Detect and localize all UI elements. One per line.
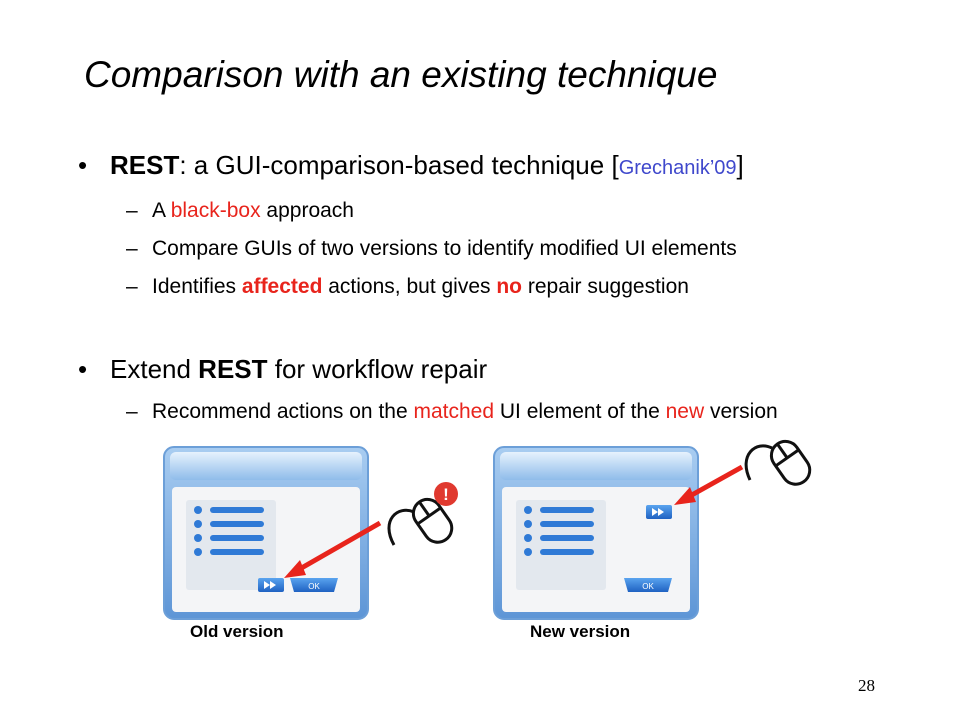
sub-marker: –	[126, 400, 138, 423]
sub-text: approach	[260, 199, 354, 222]
alert-icon: !	[434, 482, 458, 506]
highlight-new: new	[665, 400, 705, 423]
rest-term: REST	[110, 150, 180, 180]
citation-close: ]	[736, 150, 744, 180]
sub-text: UI element of the	[494, 400, 666, 423]
rest-term: REST	[198, 354, 268, 384]
highlight-no: no	[496, 275, 523, 298]
bullet-marker: •	[78, 354, 88, 384]
ok-button-old	[290, 578, 338, 592]
old-arrow	[284, 520, 382, 578]
highlight-affected: affected	[241, 275, 323, 298]
slide-title: Comparison with an existing technique	[84, 54, 718, 95]
sub-marker: –	[126, 237, 138, 260]
page-number: 28	[858, 676, 875, 695]
sub-compare-guis: –Compare GUIs of two versions to identif…	[126, 237, 737, 261]
old-version-caption: Old version	[190, 622, 284, 641]
sub-text: actions, but gives	[322, 275, 497, 298]
sub-black-box: –A black-box approach	[126, 199, 354, 223]
sub-text: Identifies	[152, 275, 242, 298]
highlight-matched: matched	[413, 400, 495, 423]
list-items	[194, 506, 264, 556]
list-items	[524, 506, 594, 556]
bullet-text: Extend	[110, 354, 199, 384]
alert-mark: !	[443, 485, 449, 504]
old-version-window: OK	[163, 446, 369, 620]
sub-text: A	[152, 199, 171, 222]
citation: Grechanik’09	[618, 157, 737, 179]
highlight-black-box: black-box	[170, 199, 261, 222]
new-version-window: OK	[493, 446, 699, 620]
sub-text: version	[704, 400, 778, 423]
bullet-extend: • Extend REST for workflow repair	[78, 354, 487, 385]
sub-recommend: –Recommend actions on the matched UI ele…	[126, 400, 778, 424]
bullet-rest-text: : a GUI-comparison-based technique [	[179, 150, 619, 180]
bullet-text: for workflow repair	[267, 354, 488, 384]
bullet-rest: • REST: a GUI-comparison-based technique …	[78, 150, 744, 181]
new-arrow	[674, 464, 744, 505]
mouse-icon-old	[387, 497, 454, 546]
sub-identifies: –Identifies affected actions, but gives …	[126, 275, 689, 299]
sub-text: Recommend actions on the	[152, 400, 414, 423]
window-titlebar	[170, 452, 362, 480]
ok-label-old: OK	[308, 582, 320, 591]
window-titlebar	[500, 452, 692, 480]
ok-button-new	[624, 578, 672, 592]
new-version-caption: New version	[530, 622, 631, 641]
sub-text: Compare GUIs of two versions to identify…	[152, 237, 737, 260]
sub-marker: –	[126, 199, 138, 222]
ok-label-new: OK	[642, 582, 654, 591]
mouse-icon-new	[744, 439, 812, 486]
sub-text: repair suggestion	[522, 275, 689, 298]
sub-marker: –	[126, 275, 138, 298]
bullet-marker: •	[78, 150, 88, 180]
